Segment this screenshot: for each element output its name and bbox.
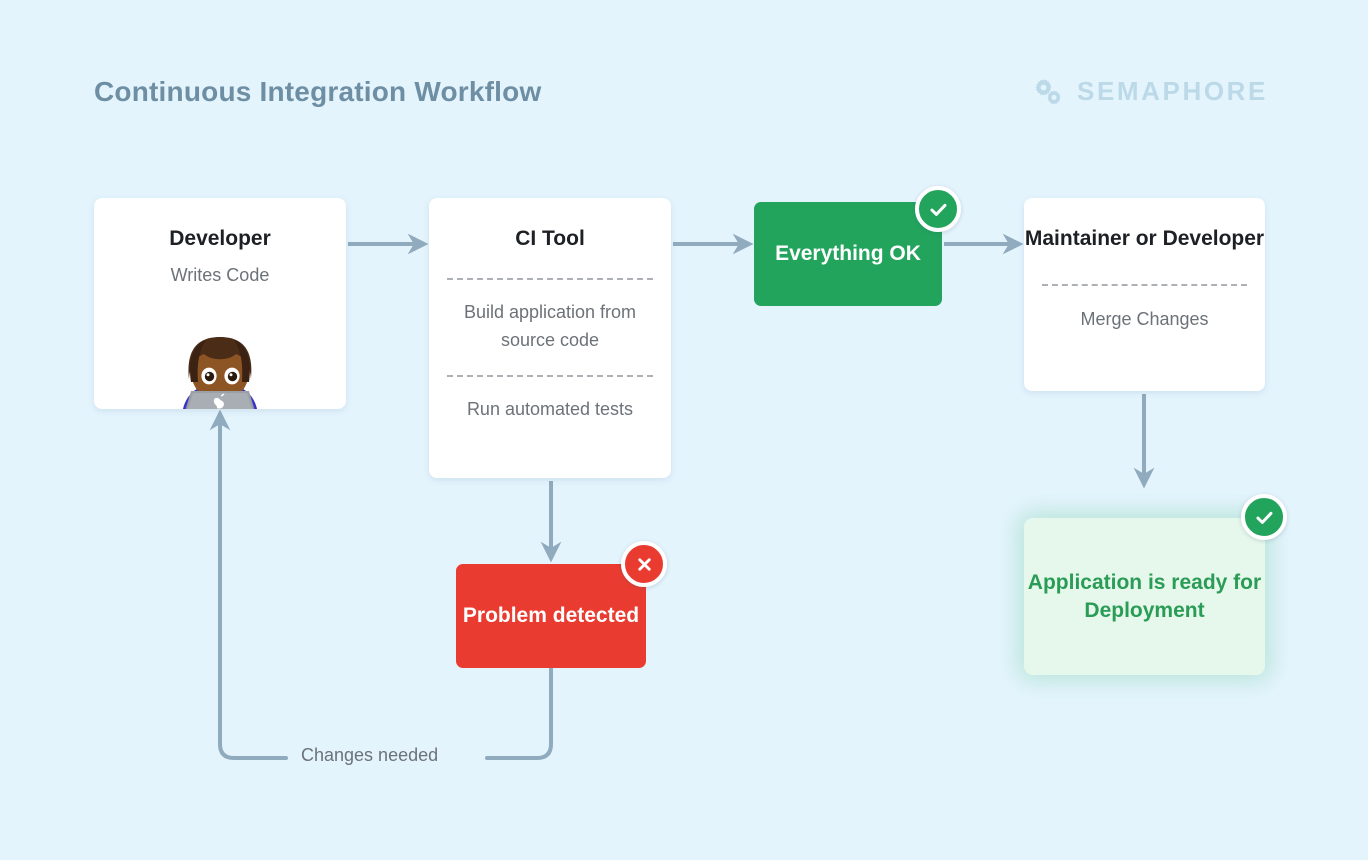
developer-subtitle: Writes Code	[170, 265, 270, 286]
brand-logo: SEMAPHORE	[1033, 76, 1268, 107]
x-circle-icon	[621, 541, 667, 587]
gears-icon	[1033, 77, 1063, 107]
problem-detected-label: Problem detected	[462, 604, 640, 628]
edge-problem-loop-right	[485, 667, 553, 760]
ci-step-tests: Run automated tests	[466, 399, 634, 420]
ci-divider-1	[447, 278, 653, 281]
node-maintainer[interactable]: Maintainer or Developer Merge Changes	[1024, 198, 1265, 391]
node-everything-ok[interactable]: Everything OK	[754, 202, 942, 306]
node-deployment-ready[interactable]: Application is ready for Deployment	[1024, 518, 1265, 675]
developer-title: Developer	[169, 227, 271, 250]
maintainer-divider	[1042, 284, 1247, 287]
maintainer-subtitle: Merge Changes	[1080, 309, 1209, 330]
node-developer[interactable]: Developer Writes Code	[94, 198, 346, 409]
ci-divider-2	[447, 375, 653, 378]
ci-tool-title: CI Tool	[515, 227, 585, 250]
node-problem-detected[interactable]: Problem detected	[456, 564, 646, 668]
brand-name: SEMAPHORE	[1077, 76, 1268, 106]
maintainer-title: Maintainer or Developer	[1024, 227, 1265, 250]
everything-ok-label: Everything OK	[775, 242, 921, 266]
check-circle-icon	[915, 186, 961, 232]
woman-technologist-emoji	[94, 325, 346, 409]
node-ci-tool[interactable]: CI Tool Build application from source co…	[429, 198, 671, 478]
deployment-label: Application is ready for Deployment	[1027, 570, 1262, 622]
ci-step-build: Build application from source code	[463, 302, 637, 351]
page-title: Continuous Integration Workflow	[94, 76, 542, 107]
edge-label-changes-needed: Changes needed	[301, 745, 439, 765]
edge-loop-to-developer	[209, 409, 288, 760]
check-circle-icon	[1241, 494, 1287, 540]
